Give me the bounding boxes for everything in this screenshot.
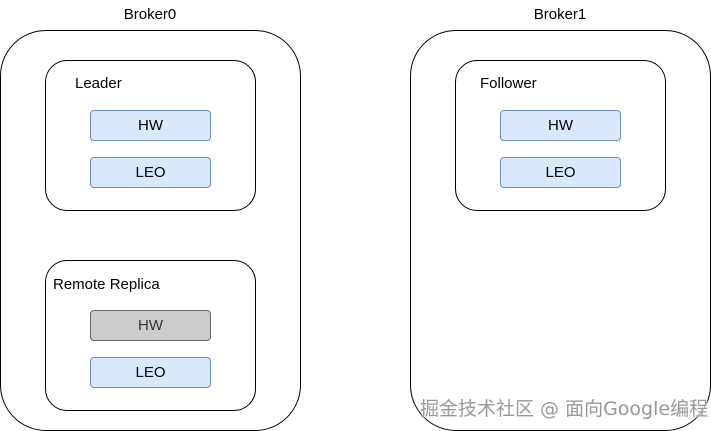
leader-replica-box <box>45 60 256 211</box>
leader-label: Leader <box>75 75 122 92</box>
follower-leo: LEO <box>500 157 621 188</box>
remote-replica-box <box>45 260 256 411</box>
watermark: 掘金技术社区 @ 面向Google编程 <box>420 398 709 420</box>
remote-replica-leo: LEO <box>90 357 211 388</box>
remote-replica-label: Remote Replica <box>53 276 160 293</box>
broker1-title: Broker1 <box>533 6 587 23</box>
follower-replica-box <box>455 60 666 211</box>
leader-hw: HW <box>90 110 211 141</box>
broker0-title: Broker0 <box>123 6 177 23</box>
leader-leo: LEO <box>90 157 211 188</box>
follower-label: Follower <box>480 75 537 92</box>
remote-replica-hw: HW <box>90 310 211 341</box>
follower-hw: HW <box>500 110 621 141</box>
